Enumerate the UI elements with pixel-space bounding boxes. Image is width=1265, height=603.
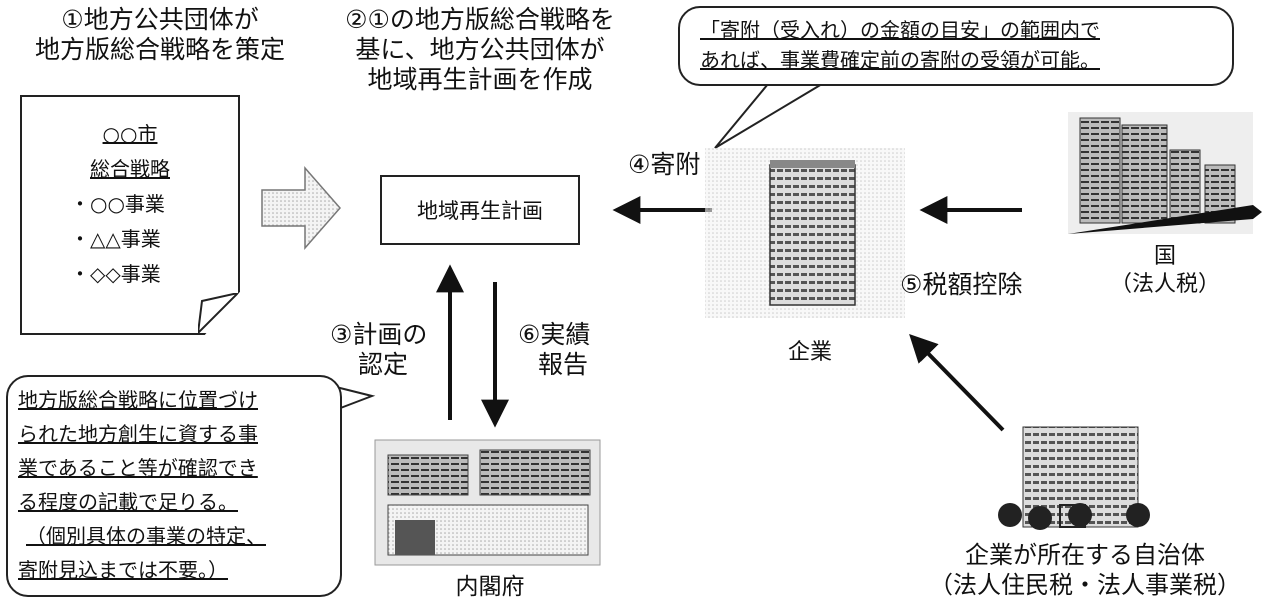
left-note-line6: 寄附見込までは不要。） xyxy=(18,558,228,582)
document-item-1: ・○○事業 xyxy=(70,192,165,216)
left-note-line5: （個別具体の事業の特定、 xyxy=(26,524,266,548)
step3-label: ③計画の 認定 xyxy=(330,320,427,380)
left-note-bubble: 地方版総合戦略に位置づけ られた地方創生に資する事 業であること等が確認でき る… xyxy=(6,375,342,597)
document-item-3: ・◇◇事業 xyxy=(70,262,161,286)
document-title2: 総合戦略 xyxy=(90,157,170,181)
step2-label: ②①の地方版総合戦略を 基に、地方公共団体が 地域再生計画を作成 xyxy=(325,5,635,95)
country-line1: 国 xyxy=(1153,244,1176,269)
company-label: 企業 xyxy=(787,340,832,365)
company-building xyxy=(705,148,905,318)
regional-plan-box: 地域再生計画 xyxy=(380,175,580,245)
localgov-line2: （法人住民税・法人事業税） xyxy=(929,571,1241,599)
left-note-line1: 地方版総合戦略に位置づけ xyxy=(18,388,258,412)
step6-label: ⑥実績 報告 xyxy=(518,320,590,380)
left-note-line2: られた地方創生に資する事 xyxy=(18,422,258,446)
left-note-line3: 業であること等が確認でき xyxy=(18,456,258,480)
tax-from-localgov-arrow xyxy=(909,333,1005,432)
step4-label: ④寄附 xyxy=(628,150,701,179)
country-label: 国 （法人税） xyxy=(1075,243,1255,299)
step1-line1: ①地方公共団体が xyxy=(61,5,259,34)
left-note-line4a: る程度 xyxy=(18,490,78,514)
step1-line2: 地方版総合戦略を策定 xyxy=(34,35,285,64)
step1-label: ①地方公共団体が 地方版総合戦略を策定 xyxy=(10,5,310,65)
strategy-document: ○○市 総合戦略 ・○○事業 ・△△事業 ・◇◇事業 xyxy=(20,95,240,335)
cabinet-label: 内閣府 xyxy=(455,574,525,600)
top-note-line1: 「寄附（受入れ）の金額の目安」の範囲内で xyxy=(700,18,1100,42)
localgov-line1: 企業が所在する自治体 xyxy=(965,541,1205,569)
step2-line3: 地域再生計画を作成 xyxy=(367,65,593,94)
step3-line2: 認定 xyxy=(358,350,409,379)
document-fold xyxy=(198,293,238,333)
document-title1: ○○市 xyxy=(102,122,158,146)
left-note-line4: る程度の記載で足りる。 xyxy=(18,485,340,519)
country-line2: （法人税） xyxy=(1109,272,1220,297)
localgov-label: 企業が所在する自治体 （法人住民税・法人事業税） xyxy=(905,540,1265,600)
step2-line2: 基に、地方公共団体が xyxy=(355,35,605,64)
top-note-line2: あれば、事業費確定前の寄附の受領が可能。 xyxy=(700,48,1100,72)
top-bubble-tail xyxy=(714,83,823,149)
step2-line1: ②①の地方版総合戦略を xyxy=(345,5,615,34)
step6-line2: 報告 xyxy=(538,350,589,379)
top-note-bubble: 「寄附（受入れ）の金額の目安」の範囲内で あれば、事業費確定前の寄附の受領が可能… xyxy=(678,6,1234,86)
country-building xyxy=(1068,112,1262,234)
block-arrow xyxy=(261,166,341,250)
step5-label: ⑤税額控除 xyxy=(900,270,1023,299)
localgov-building xyxy=(998,426,1150,530)
cabinet-building xyxy=(374,439,601,566)
document-item-2: ・△△事業 xyxy=(70,227,161,251)
left-note-line4b: の記載で足りる。 xyxy=(78,490,238,514)
step3-line1: ③計画の xyxy=(330,320,428,349)
step6-line1: ⑥実績 xyxy=(518,320,591,349)
